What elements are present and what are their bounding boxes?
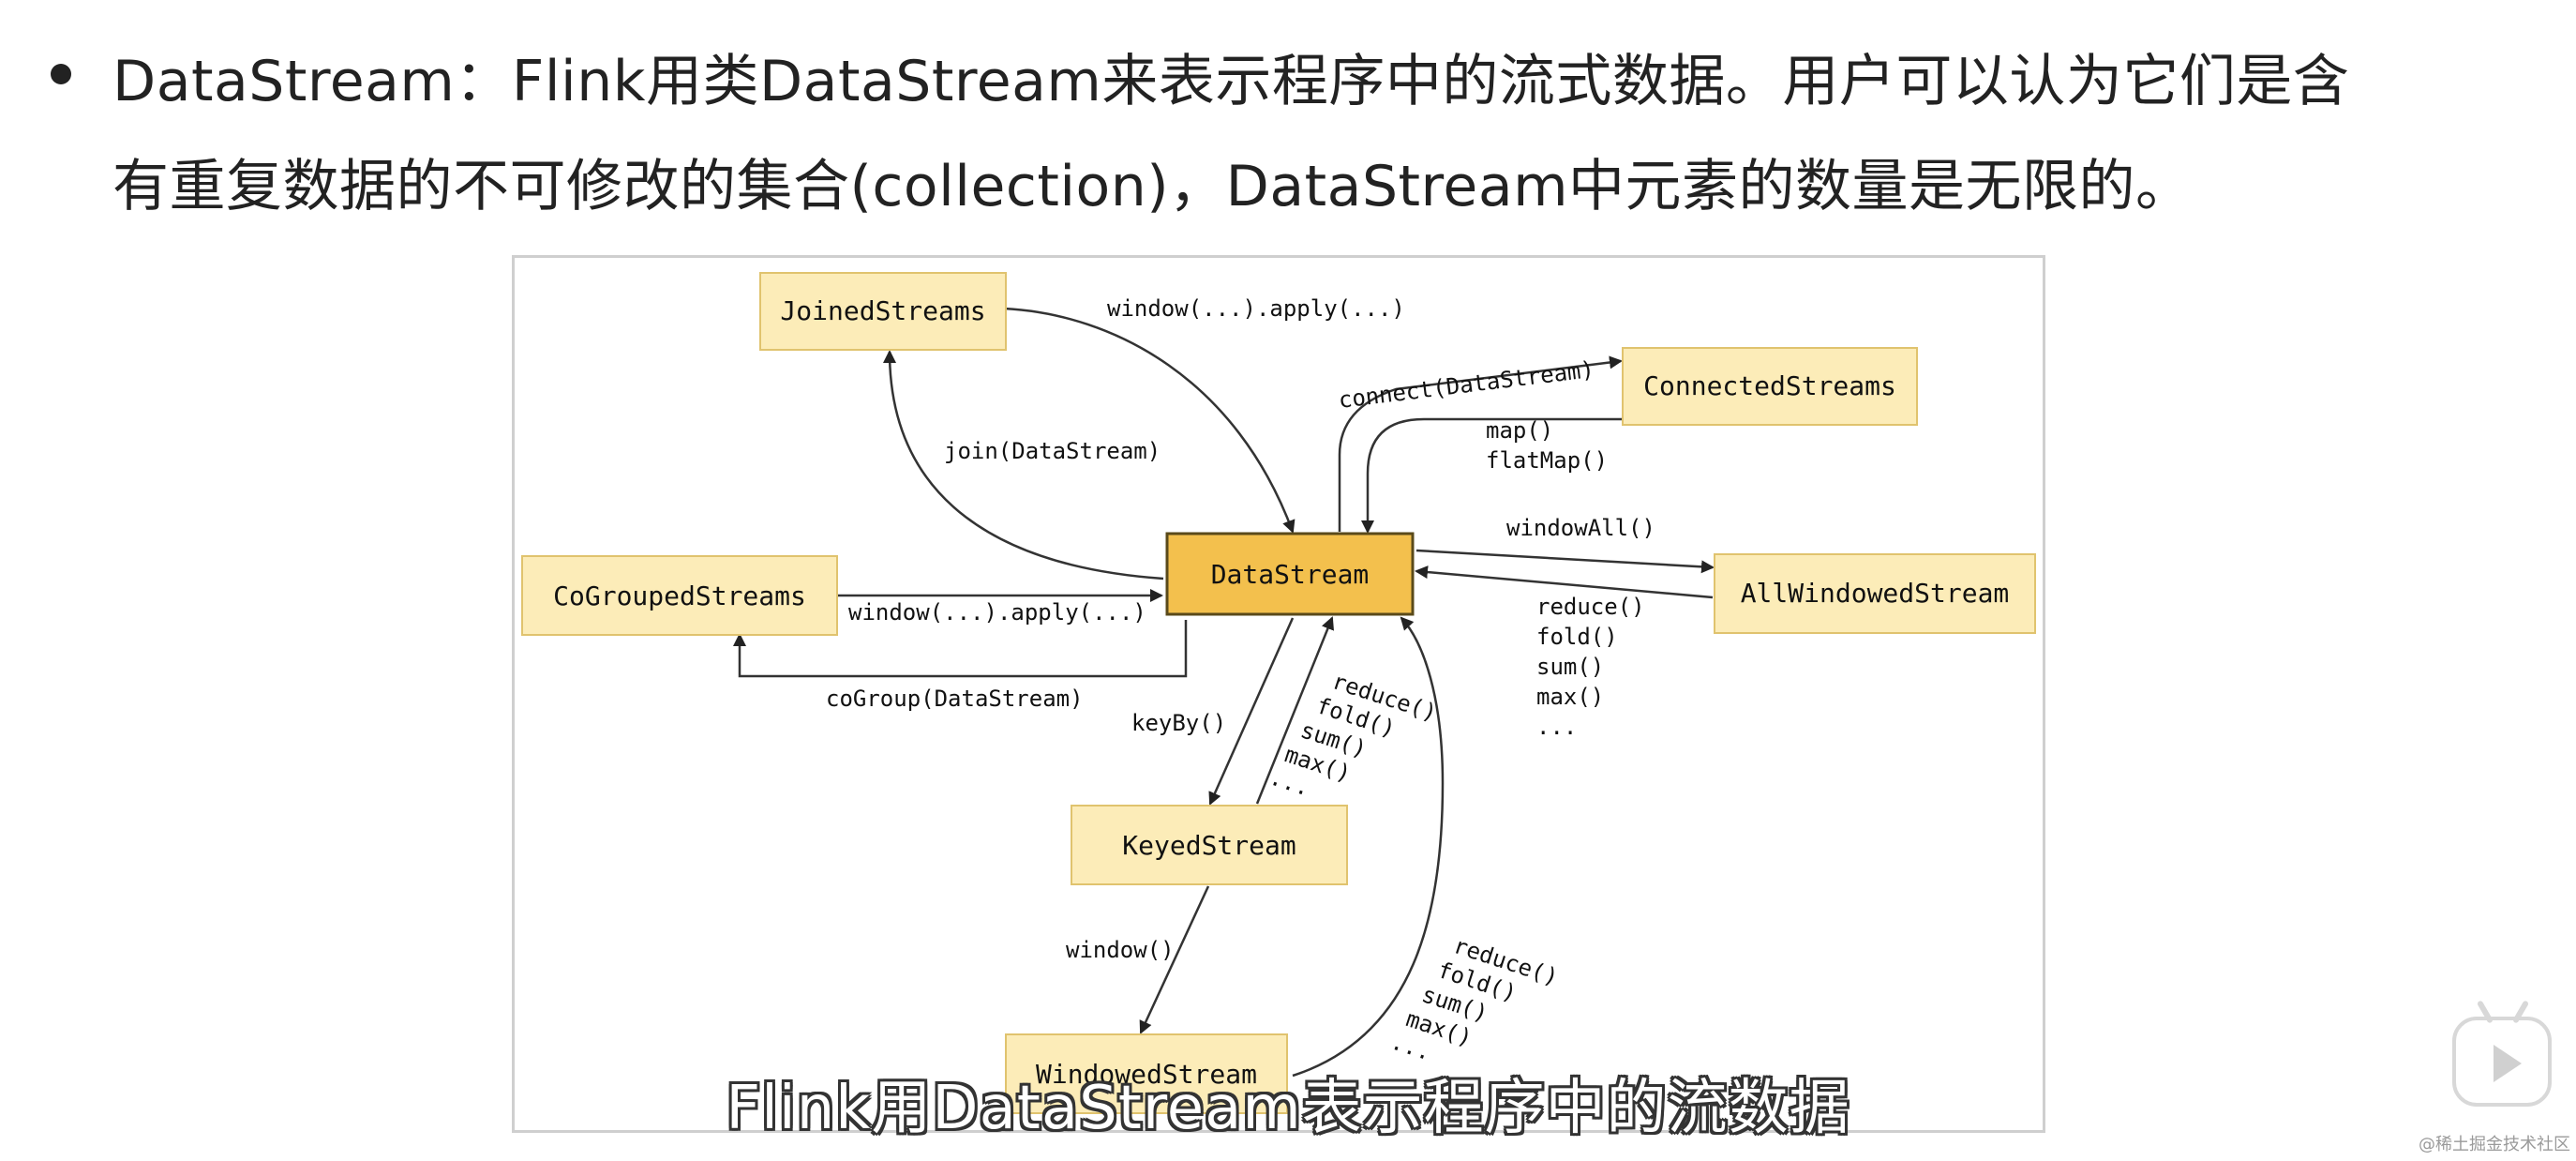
edge-label-window: window() — [1066, 937, 1175, 963]
edge-joined-to-datastream — [1003, 307, 1295, 534]
node-joined-streams-box — [759, 272, 1007, 351]
edge-windowed-to-datastream — [1292, 616, 1445, 1078]
node-cogrouped-streams-box — [521, 555, 838, 636]
node-windowed-stream: WindowedStream — [1036, 1059, 1257, 1090]
play-badge-ear-right — [2511, 1000, 2530, 1024]
edge-keyed-to-datastream — [1255, 616, 1334, 805]
bilibili-play-icon[interactable] — [2452, 1000, 2552, 1107]
edge-label-cogroup: coGroup(DataStream) — [826, 686, 1084, 712]
edge-label-windowall: windowAll() — [1506, 515, 1655, 541]
edge-keyed-to-windowed — [1139, 885, 1210, 1034]
edge-label-connect: connect(DataStream) — [1337, 356, 1595, 414]
right-agg-fold: fold() — [1536, 624, 1618, 650]
node-connected-streams-box — [1622, 347, 1918, 426]
edge-label-flatmap: flatMap() — [1486, 447, 1608, 474]
right-agg-sum: sum() — [1536, 654, 1604, 680]
edge-datastream-to-connected — [1338, 355, 1623, 532]
node-connected-streams: ConnectedStreams — [1643, 370, 1896, 401]
edge-label-keyby: keyBy() — [1131, 710, 1226, 736]
node-cogrouped-streams: CoGroupedStreams — [553, 580, 806, 611]
node-windowed-stream-box — [1005, 1033, 1288, 1114]
edge-allwindowed-to-datastream — [1415, 565, 1714, 599]
watermark: @稀土掘金技术社区 — [2419, 1135, 2570, 1154]
play-badge-ear-left — [2476, 1000, 2494, 1024]
edge-label-join: join(DataStream) — [944, 438, 1161, 464]
edge-label-map: map() — [1486, 417, 1553, 444]
right-agg-max: max() — [1536, 684, 1604, 710]
diagram-canvas: JoinedStreams ConnectedStreams DataStrea… — [521, 272, 2036, 1114]
edge-label-window-apply-left: window(...).apply(...) — [848, 599, 1146, 626]
edge-datastream-to-keyed — [1208, 617, 1295, 806]
edge-datastream-to-cogrouped — [733, 620, 1188, 678]
bullet-dot-icon — [51, 64, 71, 84]
right-agg-reduce: reduce() — [1536, 594, 1645, 620]
bullet-text-line-1: DataStream：Flink用类DataStream来表示程序中的流式数据。… — [112, 49, 2350, 114]
bullet-text-line-2: 有重复数据的不可修改的集合(collection)，DataStream中元素的… — [112, 154, 2193, 219]
node-allwindowed-stream-box — [1714, 553, 2036, 634]
edge-label-right-aggregations: reduce() fold() sum() max() ... — [1536, 594, 1645, 740]
node-keyed-stream: KeyedStream — [1122, 830, 1295, 861]
node-keyed-stream-box — [1071, 805, 1348, 885]
play-triangle-icon — [2494, 1045, 2522, 1082]
node-datastream-box — [1165, 532, 1415, 616]
datastream-diagram: JoinedStreams ConnectedStreams DataStrea… — [512, 255, 2045, 1133]
edge-connected-to-datastream — [1361, 417, 1649, 534]
right-agg-more: ... — [1536, 714, 1577, 740]
edge-datastream-to-allwindowed — [1415, 549, 1715, 574]
node-allwindowed-stream: AllWindowedStream — [1741, 578, 2010, 609]
node-joined-streams: JoinedStreams — [780, 295, 985, 326]
video-subtitle: Flink用DataStream表示程序中的流数据 — [726, 1074, 1850, 1143]
edge-datastream-to-joined — [883, 350, 1164, 580]
node-datastream: DataStream — [1211, 559, 1370, 590]
edge-label-window-apply-top: window(...).apply(...) — [1107, 295, 1405, 322]
